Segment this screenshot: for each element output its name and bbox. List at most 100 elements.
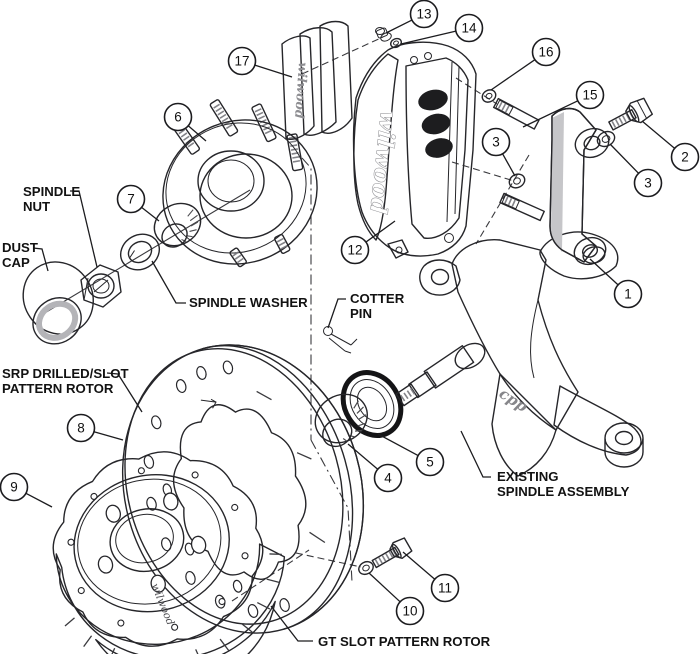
callout-circle [163, 102, 193, 132]
part-spindle-nut [80, 264, 122, 308]
callout-17: 17 [227, 46, 293, 78]
callout-6: 6 [163, 102, 207, 142]
part-pad-bolt [375, 27, 392, 42]
callout-number: 13 [416, 7, 431, 22]
callout-11: 11 [402, 551, 460, 603]
callout-circle [227, 46, 257, 76]
callout-number: 10 [402, 604, 417, 619]
callout-circle [670, 142, 700, 172]
part-bracket-bolt [608, 97, 653, 131]
callout-16: 16 [490, 37, 561, 91]
callout-circle [430, 573, 460, 603]
callout-circle [633, 168, 663, 198]
pad-logo: wilwood [292, 62, 311, 120]
caliper-logo: wilwood [364, 109, 402, 215]
rotation-arrow [200, 398, 217, 409]
part-brake-pads: wilwood [281, 20, 353, 140]
part-inner-bearing [314, 393, 368, 448]
part-outer-bearing [153, 202, 202, 248]
gt-hat-flange [52, 451, 264, 647]
part-pad-washer [389, 37, 403, 49]
part-bracket-washer-right [596, 130, 616, 148]
callout-number: 7 [127, 192, 135, 207]
callout-number: 8 [77, 421, 85, 436]
gt-rotor-logo: wilwood [149, 582, 177, 628]
callout-13: 13 [385, 0, 439, 34]
part-label-text: SPINDLE WASHER [189, 295, 308, 310]
callout-number: 14 [461, 21, 477, 36]
part-label-text: GT SLOT PATTERN ROTOR [318, 634, 491, 649]
part-cotter-pin [323, 326, 358, 354]
part-dust-cap [22, 261, 94, 345]
callout-5: 5 [377, 433, 445, 477]
callout-number: 12 [347, 243, 362, 258]
label-gt-rotor: GT SLOT PATTERN ROTOR [270, 605, 491, 649]
gt-slots [64, 553, 282, 654]
callout-circle [66, 413, 96, 443]
callout-circle [481, 127, 511, 157]
rotor-center-opening [172, 404, 307, 580]
part-caliper: wilwood [352, 41, 477, 259]
callout-number: 5 [426, 455, 434, 470]
part-caliper-bracket [549, 107, 610, 266]
callout-number: 3 [492, 135, 500, 150]
callout-number: 4 [384, 471, 392, 486]
callout-circle [116, 184, 146, 214]
callout-circle [373, 463, 403, 493]
callout-9: 9 [0, 472, 53, 508]
callout-number: 17 [234, 54, 249, 69]
callout-number: 1 [624, 287, 632, 302]
callout-circle [531, 37, 561, 67]
part-spindle-washer [120, 233, 160, 271]
callout-number: 15 [582, 88, 597, 103]
callout-number: 2 [681, 150, 689, 165]
part-hub [162, 99, 318, 268]
callout-3: 3 [481, 127, 516, 177]
callout-2: 2 [641, 120, 700, 172]
callout-number: 16 [538, 45, 553, 60]
part-spindle-assembly: cpp [395, 231, 644, 477]
callout-circle [409, 0, 439, 29]
callout-circle [415, 447, 445, 477]
callout-1: 1 [589, 258, 643, 309]
callout-circle [575, 80, 605, 110]
callout-number: 3 [644, 176, 652, 191]
callout-number: 11 [438, 581, 452, 596]
part-bracket-stud-lower [499, 192, 545, 222]
part-bracket-stud-upper [492, 97, 540, 130]
lug-holes [97, 492, 207, 593]
callout-circle [340, 235, 370, 265]
part-caliper-washer [481, 89, 497, 103]
callout-12: 12 [340, 220, 396, 265]
callout-3: 3 [609, 143, 663, 198]
callout-circle [0, 472, 29, 502]
callout-8: 8 [66, 413, 124, 443]
callout-circle [454, 13, 484, 43]
callout-7: 7 [116, 184, 160, 222]
callout-circle [613, 279, 643, 309]
part-grease-seal [340, 370, 404, 438]
part-rotor-bolt [371, 537, 413, 569]
callout-15: 15 [522, 80, 605, 128]
callout-14: 14 [400, 13, 484, 45]
callout-4: 4 [347, 443, 403, 493]
callout-number: 6 [174, 110, 182, 125]
callout-10: 10 [368, 572, 425, 626]
spindle-logo: cpp [496, 384, 531, 416]
slots [256, 390, 326, 544]
flange-holes [67, 467, 249, 631]
label-spindle-washer: SPINDLE WASHER [151, 260, 308, 310]
callout-number: 9 [10, 480, 18, 495]
